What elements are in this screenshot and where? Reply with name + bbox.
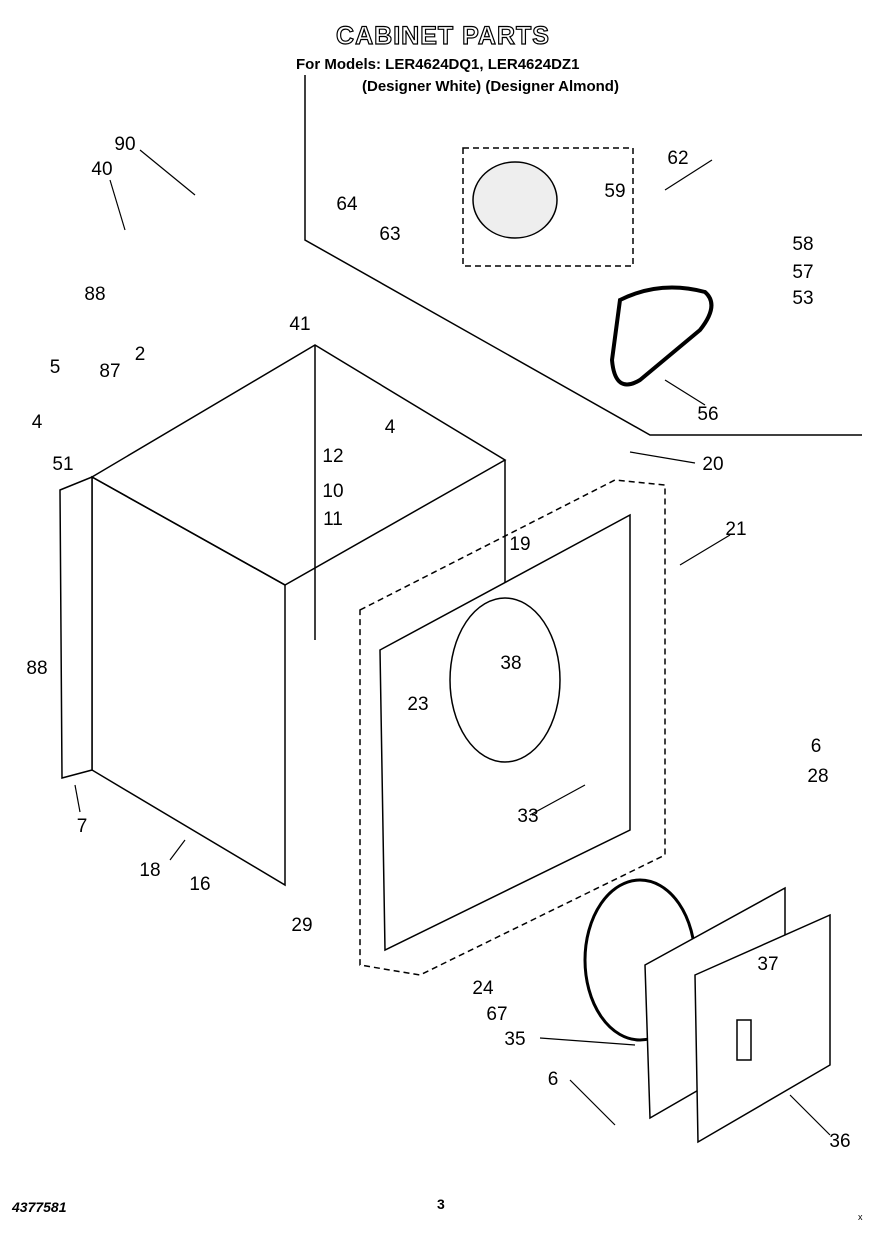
callout-11: 11 [323, 509, 343, 530]
motor [472, 161, 558, 239]
callout-38: 38 [500, 653, 521, 674]
callout-20: 20 [702, 454, 723, 475]
callout-88: 88 [26, 658, 47, 679]
callout-41: 41 [289, 314, 310, 335]
callout-35: 35 [504, 1029, 525, 1050]
door-handle [736, 1019, 752, 1061]
callout-87: 87 [99, 361, 120, 382]
callout-4: 4 [385, 417, 396, 438]
callout-16: 16 [189, 874, 210, 895]
callout-58: 58 [792, 234, 813, 255]
front-panel [379, 513, 631, 952]
document-number: 4377581 [12, 1199, 67, 1215]
leader-lines [74, 149, 831, 1136]
front-panel-outline [359, 479, 666, 976]
callout-29: 29 [291, 915, 312, 936]
callout-7: 7 [77, 816, 88, 837]
cabinet-side [91, 475, 286, 887]
callout-28: 28 [807, 766, 828, 787]
callout-36: 36 [829, 1131, 850, 1152]
callout-59: 59 [604, 181, 625, 202]
callout-57: 57 [792, 262, 813, 283]
callout-62: 62 [667, 148, 688, 169]
callout-4: 4 [32, 412, 43, 433]
section-boundary [304, 75, 862, 436]
belt [609, 285, 714, 387]
callout-40: 40 [91, 159, 112, 180]
callout-33: 33 [517, 806, 538, 827]
door-opening [449, 597, 561, 763]
callout-21: 21 [725, 519, 746, 540]
door-outer [694, 913, 831, 1144]
callout-90: 90 [114, 134, 135, 155]
side-panel [59, 475, 93, 779]
corner-mark: x [858, 1212, 863, 1222]
model-numbers: For Models: LER4624DQ1, LER4624DZ1 [296, 56, 580, 73]
callout-64: 64 [336, 194, 358, 215]
callout-37: 37 [757, 954, 778, 975]
motor-box [462, 147, 634, 267]
callout-51: 51 [52, 454, 73, 475]
callout-67: 67 [486, 1004, 507, 1025]
callout-88: 88 [84, 284, 105, 305]
page-title: CABINET PARTS [335, 21, 550, 50]
callout-19: 19 [509, 534, 530, 555]
callout-23: 23 [407, 694, 428, 715]
page-number: 3 [437, 1196, 445, 1212]
model-colors: (Designer White) (Designer Almond) [362, 78, 619, 95]
callout-18: 18 [139, 860, 160, 881]
callout-5: 5 [50, 357, 61, 378]
callout-63: 63 [379, 224, 400, 245]
callout-6: 6 [811, 736, 822, 757]
callout-2: 2 [135, 344, 146, 365]
callout-56: 56 [697, 404, 718, 425]
callout-24: 24 [472, 978, 494, 999]
callout-12: 12 [322, 446, 343, 467]
callout-10: 10 [322, 481, 343, 502]
callout-6: 6 [548, 1069, 559, 1090]
callout-53: 53 [792, 288, 813, 309]
